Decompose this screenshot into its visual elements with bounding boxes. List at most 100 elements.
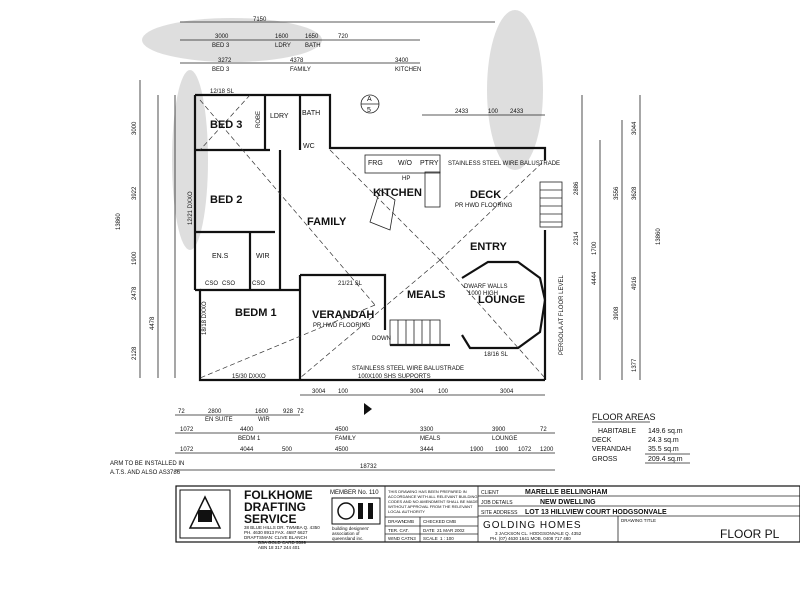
firm-logo-icon (188, 495, 222, 529)
room-bedm1: BEDM 1 (235, 307, 277, 319)
dim-right-5: 3908 (614, 306, 620, 320)
disclaimer-2: ACCORDANCE WITH ALL RELEVANT BUILDING (388, 494, 478, 499)
firm-address-2: PH. 4630 8913 FAX. 4687 6627 (244, 530, 308, 535)
disclaimer-5: LOCAL AUTHORITY (388, 509, 425, 514)
dim-b3-2: 4044 (240, 447, 254, 453)
room-meals: MEALS (407, 289, 446, 301)
room-kitchen: KITCHEN (373, 187, 422, 199)
room-lounge: LOUNGE (478, 294, 525, 306)
dim-b3-4: 4500 (335, 447, 349, 453)
drawing-title: FLOOR PL (720, 527, 780, 541)
left-window-note: 18/18 DXXO (202, 301, 208, 335)
drawn-label: DRAWN (388, 519, 405, 524)
dim-b1-5: 72 (297, 409, 304, 415)
dim-b1-sub-2: WIR (258, 417, 270, 423)
dwarf-walls-note: DWARF WALLS (464, 284, 508, 290)
area-verandah-value: 35.5 sq.m (648, 446, 679, 453)
dim-top-row2-1: 3272 (218, 58, 232, 64)
dim-right-8: 4916 (632, 276, 638, 290)
dim-b2-sub-3: MEALS (420, 436, 440, 442)
association-logo (331, 497, 381, 525)
dim-left-6: 2128 (132, 346, 138, 360)
dim-left-4: 2478 (132, 286, 138, 300)
room-bath: BATH (302, 110, 320, 117)
scale-label: SCALE (423, 536, 438, 541)
area-habitable-label: HABITABLE (598, 428, 636, 435)
room-entry: ENTRY (470, 241, 508, 253)
room-verandah: VERANDAH (312, 309, 374, 321)
dim-b3-6: 1900 (470, 447, 484, 453)
room-wc: WC (303, 143, 315, 150)
title-block: FOLKHOME DRAFTING SERVICE 38 BLUE HILLS … (175, 485, 800, 550)
area-deck-label: DECK (592, 437, 612, 444)
bed2-window-note: 12/21 DXXO (188, 191, 194, 225)
area-habitable-value: 149.6 sq.m (648, 428, 683, 435)
room-ensuite: EN.S (212, 253, 229, 260)
dim-ver-2: 100 (338, 389, 349, 395)
date-label: DATE (423, 528, 435, 533)
dim-top-3: 1650 (305, 34, 319, 40)
firm-name-1: FOLKHOME (244, 488, 313, 502)
scale-value: 1 : 100 (440, 536, 454, 541)
dim-top-sub-1: BED 3 (212, 43, 230, 49)
firm-address-1: 38 BLUE HILLS DR. TWMBA Q. 4350 (244, 525, 320, 530)
builder-phone: PH. (07) 4630 1641 MOB. 0408 717 480 (490, 536, 571, 541)
date-value: 21 MAR 2002 (437, 528, 465, 533)
firm-address-5: ABN 18 317 244 401 (258, 545, 300, 550)
dim-top-sub-3: BATH (305, 43, 321, 49)
dim-b3-5: 3444 (420, 447, 434, 453)
wind-value: N3 (410, 536, 416, 541)
top-dimensions: 7150 3000 1600 1650 720 3400 BED 3 LDRY … (180, 17, 545, 116)
dim-deck-1: 2433 (455, 109, 469, 115)
association-logo-icon (337, 502, 355, 520)
dim-b2-1: 1072 (180, 427, 194, 433)
dim-b2-4: 3300 (420, 427, 434, 433)
dim-right-2: 2886 (574, 181, 580, 195)
dim-b2-sub-4: LOUNGE (492, 436, 517, 442)
association-1: building designers' (332, 526, 369, 531)
right-dimensions: 3044 2886 2314 4444 3908 1377 13860 1700… (574, 95, 662, 380)
room-ldry: LDRY (270, 113, 289, 120)
room-wir: WIR (256, 253, 270, 260)
dim-b3-1: 1072 (180, 447, 194, 453)
left-note-line-1: ARM TO BE INSTALLED IN (110, 461, 184, 467)
room-pantry: PTRY (420, 160, 439, 167)
section-mark-letter: A (367, 96, 372, 103)
job-label: JOB DETAILS (481, 500, 513, 506)
room-robe: ROBE (256, 111, 262, 128)
dim-top-row2-sub-2: FAMILY (290, 67, 311, 73)
dim-ver-1: 3004 (312, 389, 326, 395)
dim-top-overall: 7150 (253, 17, 267, 23)
room-family: FAMILY (307, 216, 347, 228)
dim-b3-3: 500 (282, 447, 293, 453)
dim-ver-5: 3004 (500, 389, 514, 395)
deck-flooring-note: PR HWD FLOORING (455, 203, 513, 209)
job-value: NEW DWELLING (540, 499, 596, 506)
dim-b1-1: 72 (178, 409, 185, 415)
dim-right-1: 3044 (632, 121, 638, 135)
dim-right-10: 3628 (632, 186, 638, 200)
firm-name-2: DRAFTING (244, 500, 306, 514)
dim-b3-8: 1072 (518, 447, 532, 453)
dim-left-1: 3000 (132, 121, 138, 135)
client-value: MARELLE BELLINGHAM (525, 489, 608, 496)
room-labels: BED 3 LDRY BATH ROBE WC BED 2 FAMILY KIT… (205, 110, 525, 342)
deck-stairs (539, 181, 563, 228)
disclaimer-4: WITHOUT APPROVAL FROM THE RELEVANT (388, 504, 473, 509)
dim-right-overall: 13860 (656, 228, 662, 245)
builder-address: 3 JACKSON CL. HODGSONVALE Q. 4352 (495, 531, 582, 536)
room-cso-3: CSO (252, 281, 265, 287)
dim-left-5: 4478 (150, 316, 156, 330)
left-note-line-2: A.T.S. AND ALSO AS3786 (110, 470, 181, 476)
dim-b2-3: 4500 (335, 427, 349, 433)
firm-address-4: BSA GOLD CARD 5599 (258, 540, 307, 545)
dim-top-5: 3400 (395, 58, 409, 64)
firm-logo (179, 489, 231, 539)
dim-b2-sub-1: BEDM 1 (238, 436, 261, 442)
stair-down-label: DOWN (372, 336, 391, 342)
drawing-title-label: DRAWING TITLE (621, 518, 656, 523)
member-number: MEMBER No. 110 (330, 490, 379, 496)
area-gross-label: GROSS (592, 456, 618, 463)
floor-areas-title: FLOOR AREAS (592, 412, 656, 422)
site-label: SITE ADDRESS (481, 510, 518, 516)
